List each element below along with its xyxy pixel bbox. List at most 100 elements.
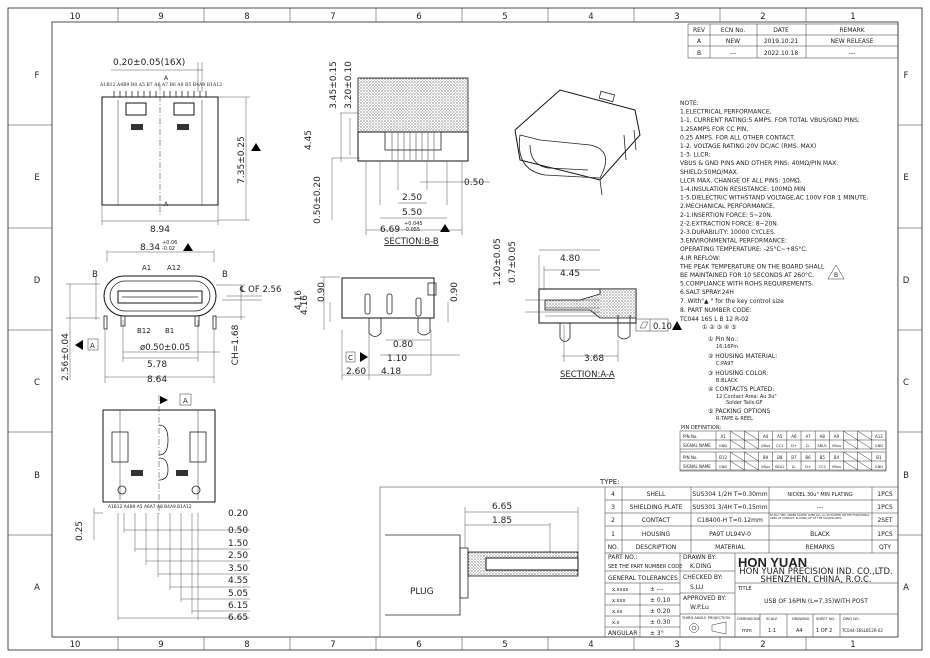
column-marker: 8 bbox=[244, 640, 249, 650]
dimension: 4.80 bbox=[560, 254, 580, 264]
bom-remarks: Ni 50u" MIN. UNDER PLATED OVER ALL. Au 3… bbox=[770, 514, 870, 520]
isometric-view bbox=[514, 89, 641, 196]
empty-cell bbox=[857, 430, 872, 441]
dimension: 4.45 bbox=[560, 269, 580, 279]
dimension: 0.50 bbox=[464, 178, 484, 188]
empty-cell bbox=[843, 439, 858, 450]
empty-cell bbox=[730, 439, 745, 450]
rev-header: REV bbox=[693, 27, 706, 34]
column-marker: 3 bbox=[674, 12, 679, 22]
section-marker: B bbox=[92, 270, 98, 280]
bom-no: 2 bbox=[611, 517, 615, 524]
note-line: 2.MECHANICAL PERFORMANCE, bbox=[680, 203, 775, 210]
note-line: BE MAINTAINED FOR 10 SECONDS AT 260°C. bbox=[680, 272, 814, 279]
column-marker: 3 bbox=[674, 640, 679, 650]
tolerance-value: ± --- bbox=[650, 586, 663, 593]
note-line: 7. With"▲ " for the key control size bbox=[680, 298, 784, 305]
part-code-value: TC044 16S L B 12 R-02 bbox=[679, 316, 749, 323]
empty-cell bbox=[843, 460, 858, 471]
dimension: 1.85 bbox=[492, 516, 512, 526]
width-dimension: 5.78 bbox=[147, 360, 167, 370]
bom-qty: 1PCS bbox=[877, 491, 893, 498]
code-item-value: 16:16Pin bbox=[716, 344, 738, 350]
column-marker: 10 bbox=[70, 12, 81, 22]
remark-header: REMARK bbox=[839, 27, 865, 34]
code-item-label: ② HOUSING MATERIAL: bbox=[708, 353, 777, 360]
bom-no: 4 bbox=[611, 491, 615, 498]
hole-dimension: ø0.50±0.05 bbox=[140, 343, 190, 353]
signal-name: VBus bbox=[761, 444, 770, 448]
top-view: 0.20±0.05(16X) A1B12 A4B9 B8 A5 B7 A6 A7… bbox=[99, 58, 261, 235]
note-line: 1.ELECTRICAL PERFORMANCE, bbox=[680, 109, 772, 116]
dwg-no-value: TC044-16SLB12R-02 bbox=[841, 628, 883, 633]
part-no-label: PART NO.: bbox=[608, 554, 638, 561]
note-line: 1-2. VOLTAGE RATING:20V DC/AC (RMS. MAX) bbox=[680, 143, 816, 150]
row-marker: B bbox=[903, 471, 909, 481]
column-marker: 2 bbox=[760, 640, 765, 650]
notes-block: NOTE: 1.ELECTRICAL PERFORMANCE, 1-1. CUR… bbox=[679, 100, 869, 305]
drawing-size-value: A4 bbox=[796, 628, 803, 634]
note-line: 1-3. LLCR: bbox=[680, 152, 711, 159]
column-marker: 9 bbox=[158, 12, 163, 22]
dimension: 3.45±0.15 bbox=[329, 61, 339, 109]
pin-no-label: PIN No. bbox=[683, 455, 698, 460]
bom-material: SUS301 3/4H T=0.15mm bbox=[692, 504, 767, 511]
key-dimension-marker bbox=[251, 143, 261, 151]
dimension: 0.90 bbox=[450, 282, 460, 302]
code-item-value: Solder Tails:GF bbox=[726, 400, 763, 406]
code-item-label: ① Pin No.: bbox=[708, 336, 738, 343]
bom-no: 3 bbox=[611, 504, 615, 511]
column-marker: 7 bbox=[330, 12, 335, 22]
bom-no: 1 bbox=[611, 531, 615, 538]
signal-name: GND bbox=[719, 465, 727, 469]
tolerance-format: ANGULAR bbox=[608, 630, 637, 637]
revision-triangle-marker: B bbox=[827, 264, 845, 280]
revision-table: REV ECN No. DATE REMARK A NEW 2019.10.21… bbox=[687, 23, 899, 59]
ch-dimension: CH=1.68 bbox=[231, 324, 241, 365]
tolerance-plus: +0.06 bbox=[162, 240, 177, 246]
width-dimension: 8.64 bbox=[147, 375, 167, 385]
pin-labels: A1B12 A4B9 B8 A5 B7 A6 A7 B6 A8 B5 B4A9 … bbox=[99, 82, 222, 88]
pin-number: B1 bbox=[876, 455, 882, 460]
dimension: 1.10 bbox=[387, 354, 407, 364]
pin-label: B1 bbox=[165, 327, 174, 335]
pin-number: B7 bbox=[791, 455, 797, 460]
pin-number: B5 bbox=[820, 455, 826, 460]
bom-material: PA9T UL94V-0 bbox=[709, 531, 751, 538]
company-logo-text: HON YUAN bbox=[738, 555, 807, 570]
bom-material: SUS304 1/2H T=0.30mm bbox=[692, 491, 767, 498]
row-marker: B bbox=[34, 471, 40, 481]
row-marker: F bbox=[904, 71, 909, 81]
note-line: 2-3.DURABILITY: 10000 CYCLES. bbox=[680, 229, 776, 236]
checked-by-value: S.LU bbox=[690, 584, 703, 591]
dimensions-value: mm bbox=[742, 628, 752, 634]
signal-name-label: SIGNAL NAME bbox=[683, 464, 711, 469]
section-marker: A bbox=[164, 75, 169, 82]
code-item-label: ③ HOUSING COLOR: bbox=[708, 370, 768, 377]
part-code-title: 8. PART NUMBER CODE: bbox=[680, 307, 752, 314]
sheet-value: 1 OF 2 bbox=[816, 628, 832, 634]
pin-number: B12 bbox=[719, 455, 727, 460]
note-line: 0.25 AMPS. FOR ALL OTHER CONTACT. bbox=[680, 134, 795, 141]
signal-name: VBus bbox=[832, 465, 841, 469]
empty-cell bbox=[857, 460, 872, 471]
bom-remarks: BLACK bbox=[810, 531, 831, 538]
section-marker: A bbox=[164, 201, 169, 208]
pin-number: A12 bbox=[875, 434, 883, 439]
signal-name: SBU2 bbox=[775, 465, 785, 469]
title-label: TITLE bbox=[737, 586, 752, 592]
column-marker: 4 bbox=[588, 640, 593, 650]
key-dimension-marker bbox=[183, 243, 193, 251]
dimension: 6.69 bbox=[380, 225, 400, 235]
row-marker: A bbox=[34, 583, 40, 593]
bom-description: SHIELDING PLATE bbox=[630, 504, 683, 511]
empty-cell bbox=[744, 430, 759, 441]
section-b-b-view: 3.45±0.15 3.20±0.10 4.45 0.50±0.20 0.50 … bbox=[304, 61, 490, 247]
remark-cell: --- bbox=[849, 50, 856, 57]
drawing-title: USB OF 16PIN (L=7.35)WITH POST bbox=[764, 598, 868, 605]
dimension: 4.16 bbox=[300, 295, 310, 315]
note-line: 2-2.EXTRACTION FORCE: 8~20N. bbox=[680, 220, 779, 227]
datum-marker bbox=[75, 340, 83, 350]
column-marker: 9 bbox=[158, 640, 163, 650]
empty-cell bbox=[857, 439, 872, 450]
